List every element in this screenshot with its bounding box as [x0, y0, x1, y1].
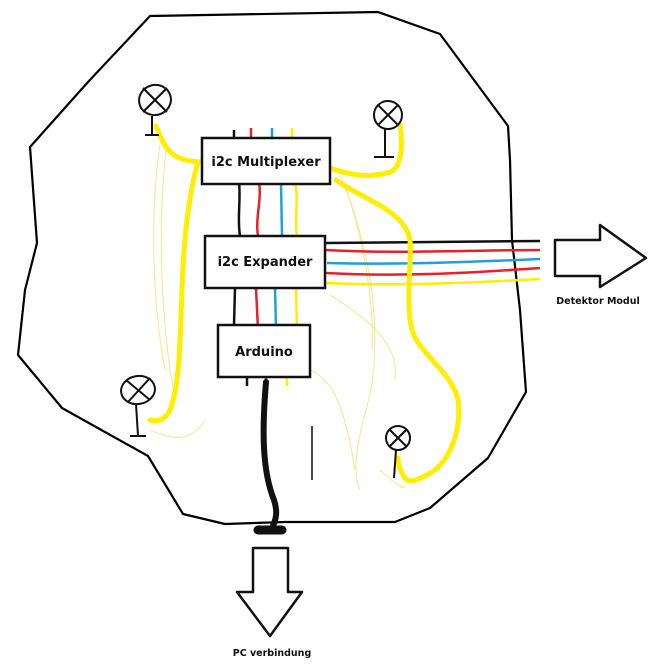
yellow-sensor-wires: [147, 122, 462, 484]
detector-label: Detektor Modul: [556, 296, 640, 307]
pc-cable: [253, 379, 287, 535]
sensor-top-left-icon: [138, 83, 172, 136]
detector-bus-wires: [325, 239, 541, 286]
pc-arrow-icon: [235, 546, 304, 638]
arduino-box: Arduino: [216, 323, 312, 379]
mux-to-expander-wires: [237, 181, 299, 237]
sensor-top-right-icon: [373, 100, 403, 158]
expander-to-arduino-wires: [232, 287, 299, 331]
expander-box: i2c Expander: [203, 234, 327, 290]
detector-arrow-icon: [553, 223, 648, 289]
expander-label: i2c Expander: [218, 255, 313, 270]
arduino-label: Arduino: [235, 345, 293, 360]
multiplexer-box: i2c Multiplexer: [200, 136, 332, 186]
multiplexer-label: i2c Multiplexer: [211, 155, 321, 170]
sensor-bottom-right-icon: [385, 425, 411, 479]
pc-label: PC verbindung: [233, 648, 312, 659]
enclosure-outline: [16, 10, 528, 526]
sensor-bottom-left-icon: [120, 374, 156, 437]
